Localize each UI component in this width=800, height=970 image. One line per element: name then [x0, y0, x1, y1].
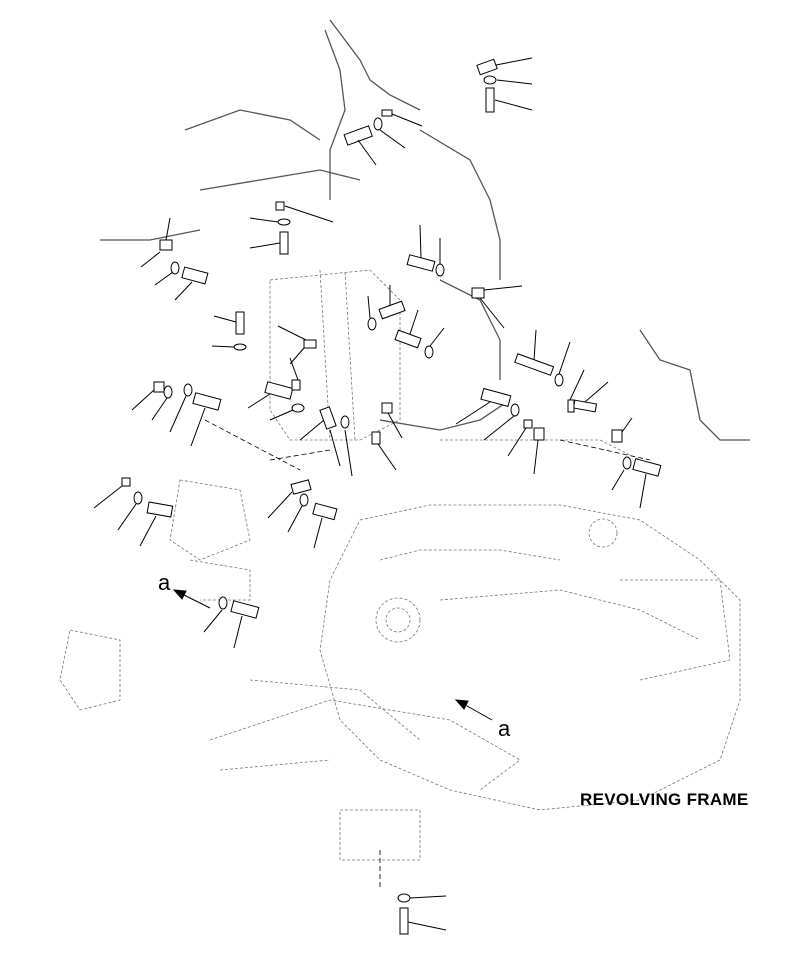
fasteners [93, 57, 662, 935]
revolving-frame-outline [209, 504, 741, 861]
valve-and-piping-sketch [59, 19, 750, 890]
view-a-callout-right: a [498, 716, 511, 741]
view-a-callout-left: a [158, 570, 171, 595]
revolving-frame-label: REVOLVING FRAME [580, 790, 749, 809]
view-a-arrows [172, 589, 493, 721]
